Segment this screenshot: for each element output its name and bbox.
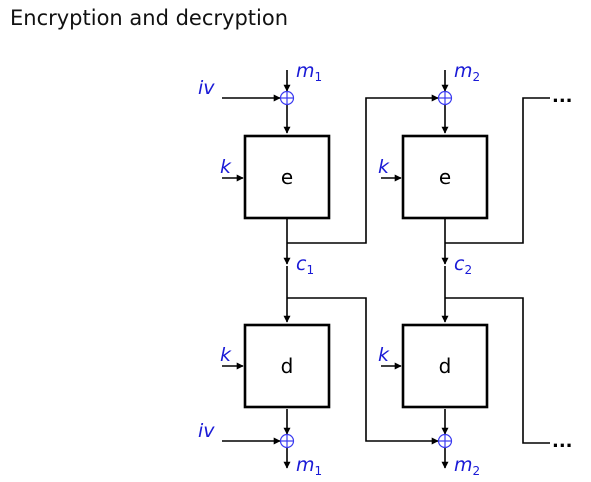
key-label-e2: k <box>378 156 390 178</box>
slide-title: Encryption and decryption <box>10 6 289 30</box>
xor-icon <box>279 433 295 449</box>
iv-label-top: iv <box>198 77 215 99</box>
m2-label-bottom: m2 <box>454 454 480 478</box>
key-label-d2: k <box>378 344 390 366</box>
continuation-ellipsis-top: ... <box>552 86 573 107</box>
decrypt-block-1-label: d <box>281 354 294 378</box>
c1-label: c1 <box>296 253 314 277</box>
xor-icon <box>437 90 453 106</box>
c1-chain-to-xor2-wire <box>287 94 439 244</box>
decrypt-block-1 <box>243 323 331 409</box>
key-label-d1: k <box>220 344 232 366</box>
continuation-ellipsis-bottom: ... <box>552 431 573 452</box>
encrypt-block-2-label: e <box>439 165 451 189</box>
m1-label-bottom: m1 <box>296 454 322 478</box>
key-label-e1: k <box>220 156 232 178</box>
c2-chain-bottom-wire <box>445 297 550 444</box>
iv-label-bottom: iv <box>198 420 215 442</box>
xor-icon <box>437 433 453 449</box>
decrypt-block-2-label: d <box>439 354 452 378</box>
m2-label-top: m2 <box>454 60 480 84</box>
c1-chain-to-xor2-bottom-wire <box>287 297 439 445</box>
c2-chain-top-wire <box>445 97 550 244</box>
encrypt-block-2 <box>401 134 489 220</box>
decrypt-block-2 <box>401 323 489 409</box>
encrypt-block-1 <box>243 134 331 220</box>
c2-label: c2 <box>454 253 472 277</box>
m1-label-top: m1 <box>296 60 322 84</box>
encrypt-block-1-label: e <box>281 165 293 189</box>
xor-icon <box>279 90 295 106</box>
